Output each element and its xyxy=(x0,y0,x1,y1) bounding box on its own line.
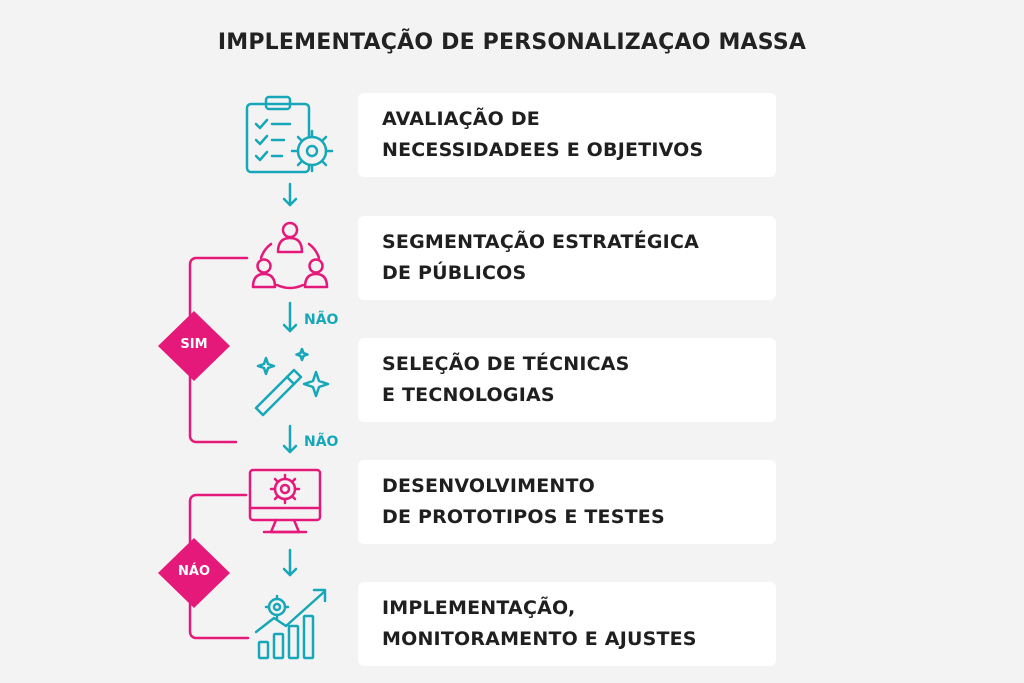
step-card-3: SELEÇÃO DE TÉCNICAS E TECNOLOGIAS xyxy=(358,338,776,422)
arrow-down-icon xyxy=(282,182,298,207)
sim-decision-diamond xyxy=(158,311,230,381)
step-2-line-1: SEGMENTAÇÃO ESTRATÉGICA xyxy=(382,231,699,253)
step-3-line-2: E TECNOLOGIAS xyxy=(382,384,555,406)
step-card-4: DESENVOLVIMENTO DE PROTOTIPOS E TESTES xyxy=(358,460,776,544)
arrow-down-icon xyxy=(282,548,298,577)
people-cycle-icon xyxy=(251,221,329,290)
step-3-line-1: SELEÇÃO DE TÉCNICAS xyxy=(382,353,630,375)
step-text-2: SEGMENTAÇÃO ESTRATÉGICA DE PÚBLICOS xyxy=(382,227,699,289)
nao-decision-diamond xyxy=(158,538,230,608)
step-text-1: AVALIAÇÃO DE NECESSIDADEES E OBJETIVOS xyxy=(382,104,703,166)
arrow-label-nao-2: NÃO xyxy=(304,434,339,450)
step-4-line-2: DE PROTOTIPOS E TESTES xyxy=(382,506,665,528)
page-title: IMPLEMENTAÇÃO DE PERSONALIZAÇAO MASSA xyxy=(217,30,807,55)
step-5-line-2: MONITORAMENTO E AJUSTES xyxy=(382,628,697,650)
step-1-line-2: NECESSIDADEES E OBJETIVOS xyxy=(382,139,704,161)
step-card-5: IMPLEMENTAÇÃO, MONITORAMENTO E AJUSTES xyxy=(358,582,776,666)
step-text-4: DESENVOLVIMENTO DE PROTOTIPOS E TESTES xyxy=(382,471,665,533)
step-5-line-1: IMPLEMENTAÇÃO, xyxy=(382,597,576,619)
arrow-down-icon xyxy=(282,301,298,333)
arrow-down-icon xyxy=(282,424,298,454)
step-text-5: IMPLEMENTAÇÃO, MONITORAMENTO E AJUSTES xyxy=(382,593,697,655)
step-card-2: SEGMENTAÇÃO ESTRATÉGICA DE PÚBLICOS xyxy=(358,216,776,300)
arrow-label-nao-1: NÃO xyxy=(304,312,339,328)
step-card-1: AVALIAÇÃO DE NECESSIDADEES E OBJETIVOS xyxy=(358,93,776,177)
magic-wand-icon xyxy=(254,347,330,417)
step-4-line-1: DESENVOLVIMENTO xyxy=(382,475,596,497)
nao-decision-label: NÁO xyxy=(178,564,210,579)
step-text-3: SELEÇÃO DE TÉCNICAS E TECNOLOGIAS xyxy=(382,349,630,411)
step-1-line-1: AVALIAÇÃO DE xyxy=(382,108,540,130)
monitor-gear-icon xyxy=(248,468,322,534)
growth-chart-icon xyxy=(254,588,327,660)
step-2-line-2: DE PÚBLICOS xyxy=(382,262,527,284)
clipboard-gear-icon xyxy=(245,95,334,174)
sim-decision-label: SIM xyxy=(180,337,208,352)
